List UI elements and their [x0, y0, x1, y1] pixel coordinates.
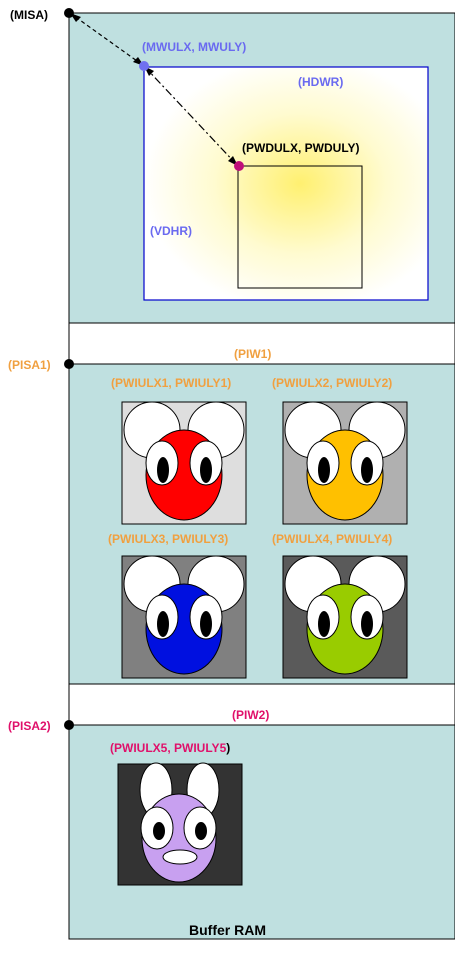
label-piw2: (PIW2)	[232, 708, 269, 722]
label-mwul: (MWULX, MWULY)	[142, 40, 246, 54]
label-pwdul: (PWDULX, PWDULY)	[242, 141, 360, 155]
label-piw1: (PIW1)	[234, 347, 271, 361]
label-pwiul2: (PWIULX2, PWIULY2)	[272, 376, 392, 390]
label-pwiul3: (PWIULX3, PWIULY3)	[108, 532, 228, 546]
pisa1-marker	[64, 359, 74, 369]
pip-window-3	[122, 556, 246, 678]
label-pwiul4: (PWIULX4, PWIULY4)	[272, 532, 392, 546]
label-vdhr: (VDHR)	[150, 224, 192, 238]
misa-marker	[64, 8, 74, 18]
pip-window-5	[118, 763, 242, 885]
label-hdwr: (HDWR)	[298, 75, 343, 89]
main-window	[144, 67, 428, 300]
pwdul-marker	[234, 161, 244, 171]
buffer-ram-caption: Buffer RAM	[0, 922, 455, 938]
pisa2-marker	[64, 720, 74, 730]
mwul-marker	[139, 61, 149, 71]
pip-window-2	[283, 402, 407, 524]
label-pisa1: (PISA1)	[8, 358, 51, 372]
label-pwiul1: (PWIULX1, PWIULY1)	[111, 376, 231, 390]
pip-window-1	[122, 402, 246, 524]
pip-window-4	[283, 556, 407, 678]
label-misa: (MISA)	[10, 8, 48, 22]
label-pwiul5: (PWIULX5, PWIULY5)	[110, 741, 230, 755]
label-pisa2: (PISA2)	[8, 719, 51, 733]
